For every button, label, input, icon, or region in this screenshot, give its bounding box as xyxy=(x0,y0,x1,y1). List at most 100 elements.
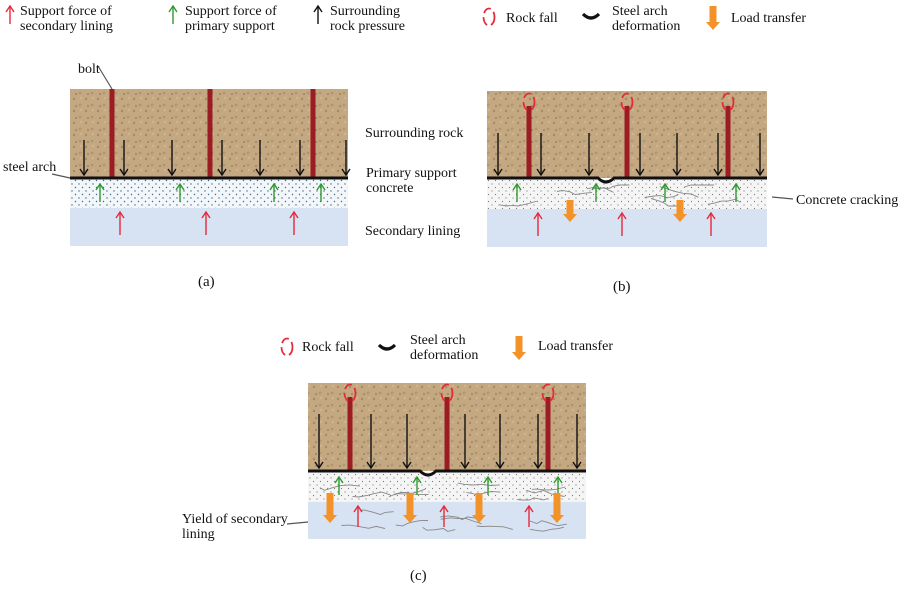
rock-pressure-arrow-a-1 xyxy=(79,140,89,177)
panel-c xyxy=(286,383,586,539)
rock-pressure-arrow-b-6 xyxy=(713,133,723,177)
legend-c-rock-fall-label: Rock fall xyxy=(302,340,354,355)
legend-load-transfer-icon xyxy=(706,6,720,30)
primary-support-arrow-a-2 xyxy=(175,182,185,202)
yield-leader-line xyxy=(286,521,309,525)
secondary-support-arrow-b-1 xyxy=(533,211,543,236)
bolt-label: bolt xyxy=(78,62,100,77)
rock-fall-b-3 xyxy=(721,92,735,112)
load-transfer-arrow-c-3 xyxy=(472,493,486,523)
primary-support-layer xyxy=(70,179,348,208)
concrete-cracking-leader-line xyxy=(771,196,794,200)
secondary-lining-label: Secondary lining xyxy=(365,224,461,239)
rock-pressure-arrow-a-5 xyxy=(255,140,265,177)
steel-arch-label: steel arch xyxy=(3,160,57,175)
caption-c: (c) xyxy=(410,568,427,584)
rock-fall-c-1 xyxy=(343,383,357,403)
legend-red-arrow-icon xyxy=(5,4,15,24)
legend-c-load-transfer-label: Load transfer xyxy=(538,339,614,354)
primary-support-arrow-c-1 xyxy=(334,475,344,495)
rock-fall-c-2 xyxy=(440,383,454,403)
legend-top xyxy=(5,4,720,30)
caption-b: (b) xyxy=(613,279,631,295)
rock-pressure-arrow-c-4 xyxy=(460,414,470,470)
secondary-support-arrow-c-1 xyxy=(353,504,363,527)
rock-pressure-arrow-b-1 xyxy=(493,133,503,177)
secondary-support-arrow-c-3 xyxy=(524,504,534,527)
primary-support-arrow-b-2 xyxy=(591,182,601,202)
load-transfer-arrow-b-1 xyxy=(563,200,577,222)
bolt-b-1 xyxy=(526,106,532,178)
legend-rock-fall-icon xyxy=(482,7,496,27)
secondary-support-arrow-b-3 xyxy=(706,211,716,236)
rock-pressure-arrow-c-5 xyxy=(495,414,505,470)
primary-support-arrow-a-3 xyxy=(269,182,279,202)
caption-a: (a) xyxy=(198,274,215,290)
primary-support-layer-c xyxy=(308,472,586,502)
rock-fall-b-1 xyxy=(522,92,536,112)
load-transfer-arrow-c-2 xyxy=(403,493,417,523)
bolt-b-2 xyxy=(624,106,630,178)
load-transfer-arrow-c-4 xyxy=(550,493,564,523)
legend-steel-arch-deformation-icon xyxy=(581,12,601,20)
primary-support-arrow-a-1 xyxy=(95,182,105,202)
secondary-lining-layer-b xyxy=(487,209,767,247)
legend-c-steel-arch-deformation-icon xyxy=(377,343,397,351)
rock-pressure-arrow-a-6 xyxy=(295,140,305,177)
rock-pressure-arrow-c-3 xyxy=(402,414,412,470)
load-transfer-arrow-b-2 xyxy=(673,200,687,222)
rock-pressure-arrow-c-1 xyxy=(314,414,324,470)
bolt-c-2 xyxy=(444,397,450,471)
legend-black-arrow-icon xyxy=(313,4,323,24)
rock-pressure-arrow-a-3 xyxy=(167,140,177,177)
rock-pressure-arrow-b-4 xyxy=(635,133,645,177)
rock-pressure-arrow-a-2 xyxy=(119,140,129,177)
bolt-b-3 xyxy=(725,106,731,178)
primary-support-arrow-a-4 xyxy=(316,182,326,202)
legend-c-rock-fall-icon xyxy=(280,337,294,357)
rock-fall-c-3 xyxy=(541,383,555,403)
steel-arch-b xyxy=(487,176,767,184)
steel-arch-leader-line xyxy=(51,173,71,179)
secondary-support-arrow-b-2 xyxy=(617,211,627,236)
rock-pressure-arrow-b-7 xyxy=(755,133,765,177)
primary-support-arrow-b-4 xyxy=(731,182,741,202)
surrounding-rock-label: Surrounding rock xyxy=(365,126,464,141)
panel-b xyxy=(487,91,794,247)
secondary-support-arrow-a-1 xyxy=(115,210,125,235)
bolt-c-1 xyxy=(347,397,353,471)
secondary-support-arrow-a-3 xyxy=(289,210,299,235)
secondary-support-arrow-c-2 xyxy=(439,504,449,527)
panel-a xyxy=(51,65,351,246)
legend-rock-fall-label: Rock fall xyxy=(506,11,558,26)
rock-pressure-arrow-a-4 xyxy=(217,140,227,177)
concrete-cracking-label: Concrete cracking xyxy=(796,193,899,208)
secondary-support-arrow-a-2 xyxy=(201,210,211,235)
load-transfer-arrow-c-1 xyxy=(323,493,337,523)
concrete-cracks-c xyxy=(319,482,566,501)
legend-load-transfer-label: Load transfer xyxy=(731,11,807,26)
rock-pressure-arrow-b-2 xyxy=(536,133,546,177)
bolt-1 xyxy=(109,89,115,177)
primary-support-arrow-b-3 xyxy=(660,182,670,202)
rock-pressure-arrow-a-7 xyxy=(341,140,351,177)
rock-pressure-arrow-c-6 xyxy=(533,414,543,470)
bolt-2 xyxy=(207,89,213,177)
steel-arch-c xyxy=(308,469,586,477)
rock-pressure-arrow-b-5 xyxy=(672,133,682,177)
bolt-leader-line xyxy=(97,65,113,90)
primary-support-arrow-b-1 xyxy=(512,182,522,202)
primary-support-arrow-c-3 xyxy=(483,475,493,495)
legend-c xyxy=(280,336,526,360)
primary-support-arrow-c-2 xyxy=(412,475,422,495)
bolt-c-3 xyxy=(545,397,551,471)
bolt-3 xyxy=(310,89,316,177)
secondary-lining-layer xyxy=(70,208,348,246)
secondary-lining-layer-c xyxy=(308,502,586,539)
